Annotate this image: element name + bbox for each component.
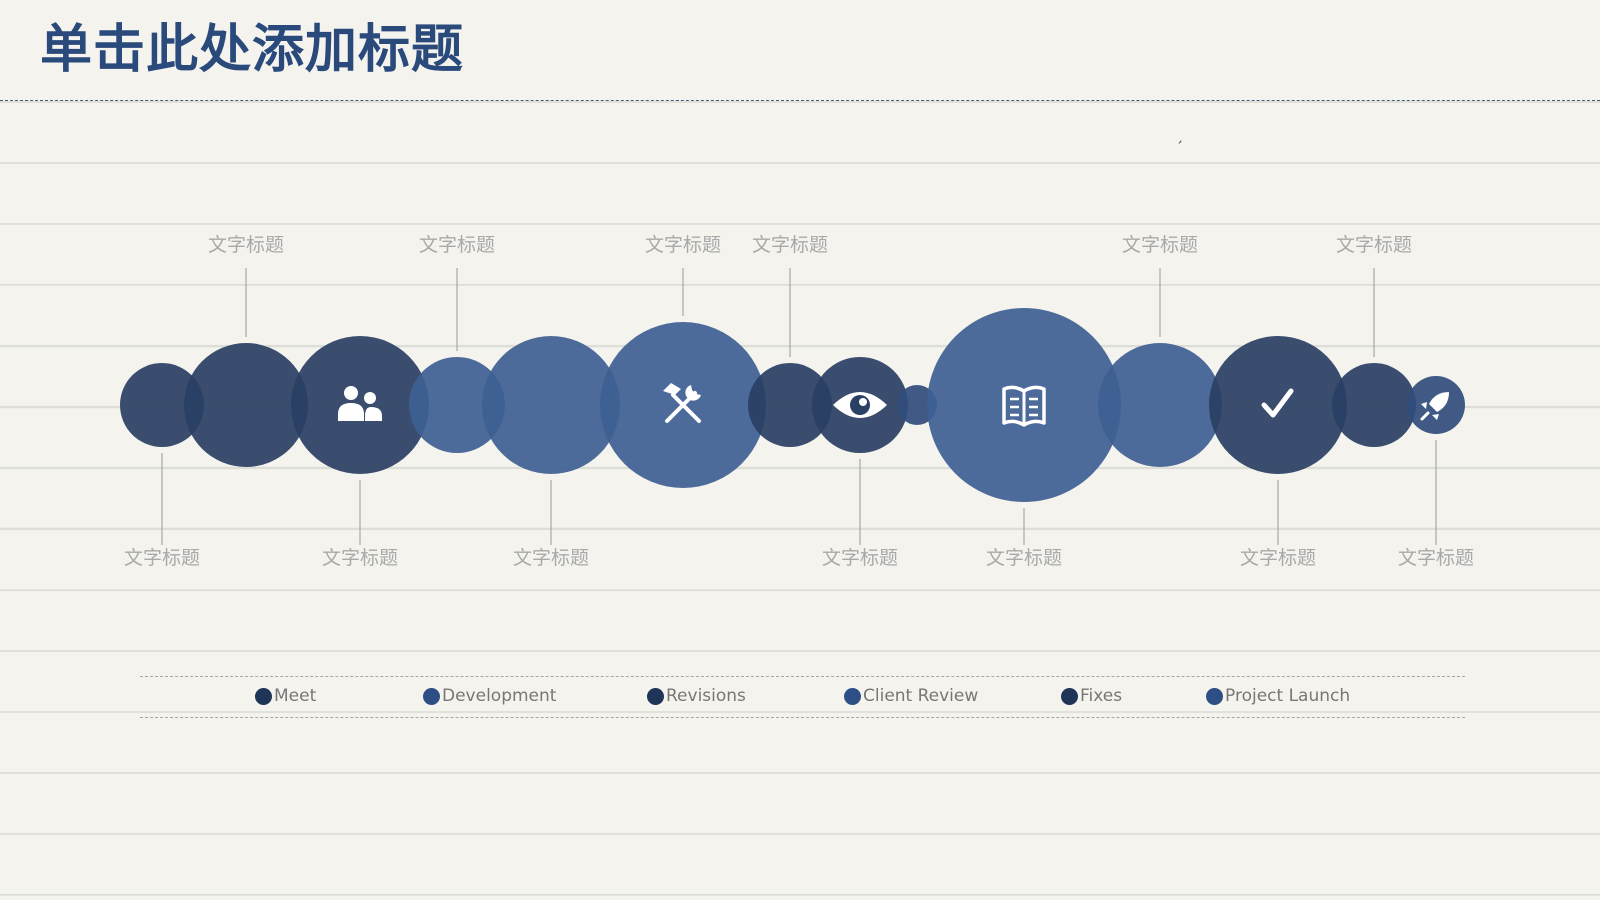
legend: Meet Development Revisions Client Review… (140, 686, 1465, 714)
users-icon (338, 386, 382, 421)
node-label: 文字标题 (1398, 547, 1474, 569)
timeline-circle (1332, 363, 1416, 447)
node-label: 文字标题 (513, 547, 589, 569)
timeline-circle (409, 357, 505, 453)
timeline-node: 文字标题 (291, 336, 429, 569)
node-label: 文字标题 (419, 234, 495, 256)
timeline-node: 文字标题 (409, 234, 505, 453)
node-label: 文字标题 (124, 547, 200, 569)
rocket-icon (1420, 392, 1449, 421)
timeline-node (897, 385, 937, 425)
pen-mark: ˏ (1176, 128, 1183, 144)
legend-item-revisions: Revisions (647, 686, 746, 706)
node-label: 文字标题 (986, 547, 1062, 569)
legend-top-rule (140, 676, 1465, 677)
node-label: 文字标题 (1336, 234, 1412, 256)
legend-item-client-review: Client Review (844, 686, 978, 706)
timeline-node: 文字标题 (927, 308, 1121, 569)
tools-icon (663, 383, 701, 423)
timeline-circle (748, 363, 832, 447)
book-icon (1002, 385, 1046, 427)
eye-icon (833, 392, 887, 418)
node-label: 文字标题 (1240, 547, 1316, 569)
timeline-node: 文字标题 (748, 234, 832, 447)
legend-item-project-launch: Project Launch (1206, 686, 1350, 706)
legend-dot (255, 687, 272, 705)
check-icon (1261, 388, 1294, 418)
legend-item-development: Development (423, 686, 556, 706)
timeline-node: 文字标题 (1398, 376, 1474, 569)
node-label: 文字标题 (645, 234, 721, 256)
legend-dot (423, 687, 440, 705)
title-divider (0, 100, 1600, 101)
node-label: 文字标题 (752, 234, 828, 256)
node-label: 文字标题 (822, 547, 898, 569)
legend-item-fixes: Fixes (1061, 686, 1122, 706)
legend-label: Revisions (666, 686, 746, 706)
legend-dot (844, 687, 861, 705)
timeline-circle (1098, 343, 1222, 467)
timeline-circle (291, 336, 429, 474)
legend-label: Fixes (1080, 686, 1123, 706)
timeline-circle (897, 385, 937, 425)
node-label: 文字标题 (208, 234, 284, 256)
legend-item-meet: Meet (255, 686, 316, 706)
timeline-node: 文字标题 (1332, 234, 1416, 447)
timeline-node: 文字标题 (1098, 234, 1222, 467)
timeline-circle (184, 343, 308, 467)
timeline-node: 文字标题 (600, 234, 766, 488)
timeline-node: 文字标题 (120, 363, 204, 569)
legend-dot (1061, 687, 1078, 705)
legend-label: Meet (274, 686, 317, 706)
timeline-node: 文字标题 (812, 357, 908, 569)
node-label: 文字标题 (1122, 234, 1198, 256)
timeline-node: 文字标题 (482, 336, 620, 569)
legend-label: Project Launch (1225, 686, 1351, 706)
bubble-timeline: 文字标题文字标题文字标题文字标题文字标题文字标题文字标题文字标题文字标题文字标题… (120, 234, 1474, 569)
legend-bottom-rule (140, 717, 1465, 718)
timeline-circle (482, 336, 620, 474)
legend-label: Client Review (863, 686, 979, 706)
legend-dot (1206, 687, 1223, 705)
legend-dot (647, 687, 664, 705)
page-title: 单击此处添加标题 (40, 20, 465, 80)
legend-label: Development (442, 686, 557, 706)
timeline-node: 文字标题 (184, 234, 308, 467)
timeline-circle (120, 363, 204, 447)
node-label: 文字标题 (322, 547, 398, 569)
timeline-node: 文字标题 (1209, 336, 1347, 569)
